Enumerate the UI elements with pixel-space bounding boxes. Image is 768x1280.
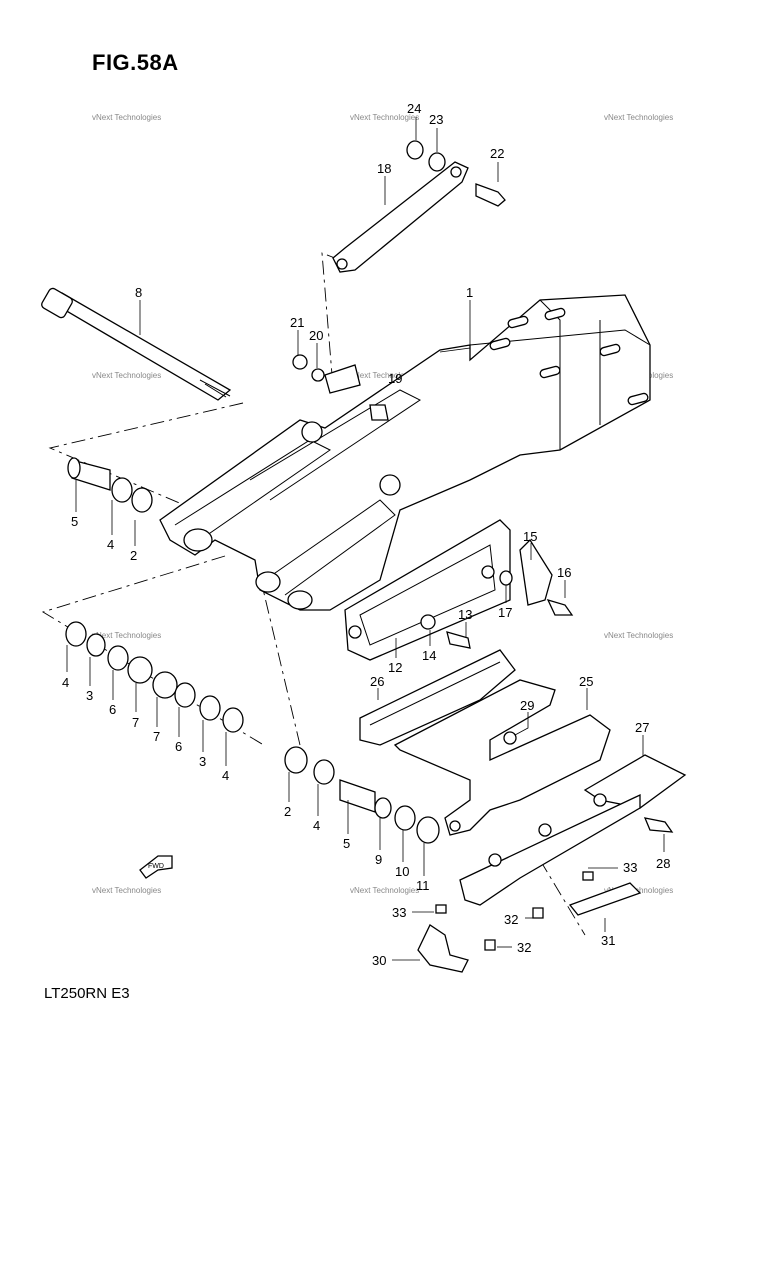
callout-7: 7 [153,729,160,744]
bearings-lower-right [284,746,440,844]
watermark: vNext Technologies [92,886,161,895]
callout-25: 25 [579,674,593,689]
leader-lines [66,117,665,961]
watermark: vNext Technologies [604,113,673,122]
callout-27: 27 [635,720,649,735]
callout-18: 18 [377,161,391,176]
hardware-top [292,140,506,421]
callout-12: 12 [388,660,402,675]
callout-16: 16 [557,565,571,580]
callout-6: 6 [109,702,116,717]
chain-guide [344,519,574,661]
bearings-upper-left [67,457,153,513]
callout-14: 14 [422,648,436,663]
watermark: vNext Technologies [350,371,419,380]
callout-22: 22 [490,146,504,161]
callout-23: 23 [429,112,443,127]
callout-24: 24 [407,101,421,116]
watermark: vNext Technologies [92,631,161,640]
watermark: vNext Technologies [604,886,673,895]
callouts: 24 23 22 18 8 1 21 20 19 5 4 2 15 16 17 … [62,101,670,968]
watermark: vNext Technologies [604,631,673,640]
fwd-label: FWD [148,863,164,870]
callout-19: 19 [388,371,402,386]
callout-28: 28 [656,856,670,871]
callout-9: 9 [375,852,382,867]
callout-21: 21 [290,315,304,330]
callout-33: 33 [623,860,637,875]
callout-7: 7 [132,715,139,730]
callout-4: 4 [62,675,69,690]
link-rod [332,161,469,273]
callout-1: 1 [466,285,473,300]
watermark: vNext Technologies [350,113,419,122]
callout-4: 4 [107,537,114,552]
callout-13: 13 [458,607,472,622]
callout-10: 10 [395,864,409,879]
figure-title: FIG.58A [92,50,179,75]
callout-11: 11 [416,878,430,893]
callout-3: 3 [86,688,93,703]
watermark: vNext Technologies [92,371,161,380]
clip [417,924,469,973]
callout-6: 6 [175,739,182,754]
bracket [393,679,611,836]
chain-guard [359,649,516,746]
swing-arm [159,294,651,611]
model-code: LT250RN E3 [44,985,130,1002]
callout-2: 2 [284,804,291,819]
watermark: vNext Technologies [350,886,419,895]
callout-17: 17 [498,605,512,620]
fwd-arrow-icon: FWD [139,855,173,879]
callout-4: 4 [313,818,320,833]
callout-29: 29 [520,698,534,713]
callout-26: 26 [370,674,384,689]
callout-2: 2 [130,548,137,563]
callout-32: 32 [504,912,518,927]
callout-15: 15 [523,529,537,544]
pivot-shaft [41,287,232,401]
callout-30: 30 [372,953,386,968]
callout-5: 5 [71,514,78,529]
callout-4: 4 [222,768,229,783]
bearings-lower-left [65,621,244,733]
callout-33: 33 [392,905,406,920]
callout-8: 8 [135,285,142,300]
watermark: vNext Technologies [92,113,161,122]
callout-3: 3 [199,754,206,769]
callout-31: 31 [601,933,615,948]
callout-32: 32 [517,940,531,955]
callout-5: 5 [343,836,350,851]
callout-20: 20 [309,328,323,343]
lower-guard [435,793,642,951]
